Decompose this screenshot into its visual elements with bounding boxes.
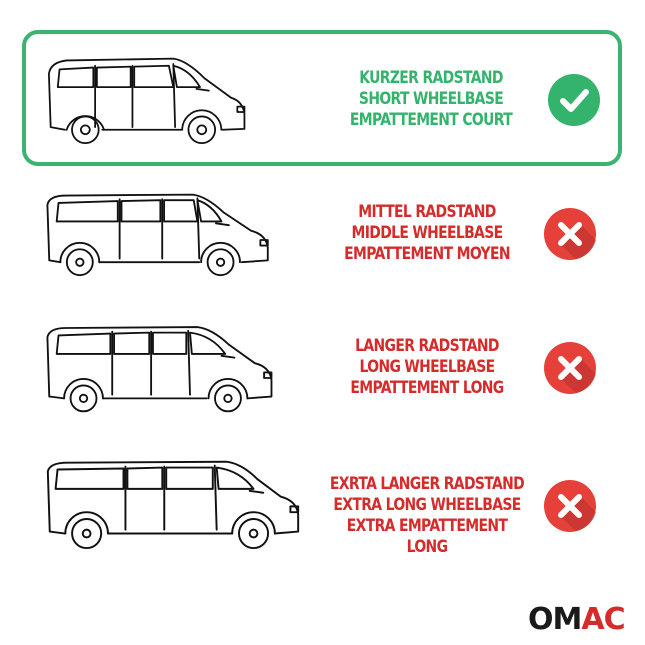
- label-de: EXRTA LANGER RADSTAND: [329, 474, 525, 494]
- cross-circle-icon: [544, 342, 596, 394]
- wheelbase-label-extra-long: EXRTA LANGER RADSTAND EXTRA LONG WHEELBA…: [325, 474, 530, 558]
- label-en: SHORT WHEELBASE: [358, 89, 504, 109]
- van-extra-long-illustration: [46, 460, 300, 550]
- label-fr: EXTRA EMPATTEMENT LONG: [346, 516, 508, 557]
- label-en: MIDDLE WHEELBASE: [351, 223, 504, 243]
- wheelbase-option-short[interactable]: KURZER RADSTAND SHORT WHEELBASE EMPATTEM…: [22, 30, 622, 166]
- van-long-illustration: [46, 326, 273, 413]
- van-short-illustration: [48, 57, 246, 144]
- wheelbase-option-extra-long[interactable]: EXRTA LANGER RADSTAND EXTRA LONG WHEELBA…: [22, 458, 622, 594]
- logo-part-red: AC: [581, 602, 625, 637]
- label-en: LONG WHEELBASE: [359, 357, 496, 377]
- wheelbase-label-long: LANGER RADSTAND LONG WHEELBASE EMPATTEME…: [341, 336, 513, 399]
- label-en: EXTRA LONG WHEELBASE: [333, 495, 521, 515]
- wheelbase-label-middle: MITTEL RADSTAND MIDDLE WHEELBASE EMPATTE…: [341, 202, 513, 265]
- check-circle-icon: [548, 74, 600, 126]
- wheelbase-label-short: KURZER RADSTAND SHORT WHEELBASE EMPATTEM…: [345, 68, 517, 131]
- label-de: LANGER RADSTAND: [355, 336, 499, 356]
- cross-circle-icon: [544, 208, 596, 260]
- label-fr: EMPATTEMENT COURT: [349, 110, 513, 130]
- label-de: MITTEL RADSTAND: [358, 202, 496, 222]
- wheelbase-option-long[interactable]: LANGER RADSTAND LONG WHEELBASE EMPATTEME…: [22, 318, 622, 454]
- van-middle-illustration: [46, 193, 269, 277]
- label-de: KURZER RADSTAND: [359, 68, 503, 88]
- wheelbase-option-middle[interactable]: MITTEL RADSTAND MIDDLE WHEELBASE EMPATTE…: [22, 180, 622, 316]
- label-fr: EMPATTEMENT LONG: [350, 378, 504, 398]
- logo-part-dark: OM: [528, 602, 582, 637]
- omac-logo: OMAC: [528, 603, 636, 637]
- cross-circle-icon: [544, 480, 596, 532]
- label-fr: EMPATTEMENT MOYEN: [344, 244, 510, 264]
